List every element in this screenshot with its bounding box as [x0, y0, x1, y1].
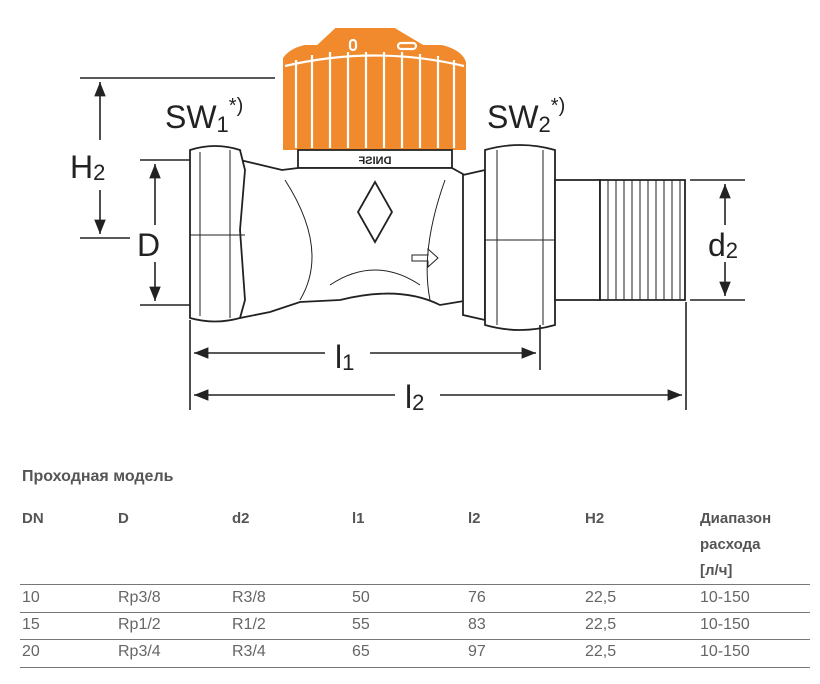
dimension-lines [80, 77, 745, 410]
h2-label: H2 [70, 149, 105, 185]
flow-arrow-icon [411, 247, 439, 269]
table-cell: Rp3/8 [118, 589, 161, 606]
sw1-label: SW1*) [165, 95, 243, 137]
header-flow-line-3: [л/ч] [700, 562, 733, 579]
table-cell: 55 [352, 616, 370, 633]
header-flow-line-1: Диапазон [700, 510, 772, 527]
table-cell: Rp1/2 [118, 616, 161, 633]
header-flow-range: Диапазон расхода [л/ч] [700, 506, 771, 584]
table-cell: 22,5 [585, 616, 617, 633]
thermostat-cap [283, 26, 466, 150]
l1-label: l1 [335, 339, 354, 375]
d2-label: d2 [708, 227, 738, 263]
header-dn: DN [22, 510, 44, 527]
table-cell: Rp3/4 [118, 643, 161, 660]
table-cell: 22,5 [585, 643, 617, 660]
valve-body [189, 144, 686, 331]
header-flow-line-2: расхода [700, 536, 761, 553]
table-cell: 50 [352, 589, 370, 606]
table-cell: R1/2 [232, 616, 266, 633]
table-cell: 76 [468, 589, 486, 606]
divider [20, 667, 810, 668]
sw2-label: SW2*) [487, 95, 565, 137]
l2-label: l2 [405, 379, 424, 415]
right-nut [484, 144, 556, 331]
valve-dimension-drawing: DNISF SW1*) SW2*) H2 D d [70, 26, 745, 415]
divider [20, 639, 810, 640]
manufacturer-logo-icon [356, 180, 394, 244]
d-label: D [137, 227, 160, 263]
cap-marking: DNISF [358, 155, 391, 167]
table-cell: R3/8 [232, 589, 266, 606]
table-cell: 83 [468, 616, 486, 633]
table-title: Проходная модель [22, 468, 174, 485]
table-cell: 20 [22, 643, 40, 660]
table-cell: 97 [468, 643, 486, 660]
table-cell: 15 [22, 616, 40, 633]
header-d: D [118, 510, 129, 527]
header-d2: d2 [232, 510, 250, 527]
header-l1: l1 [352, 510, 365, 527]
table-cell: 10-150 [700, 643, 750, 660]
table-cell: 10-150 [700, 589, 750, 606]
divider [20, 612, 810, 613]
table-cell: R3/4 [232, 643, 266, 660]
header-l2: l2 [468, 510, 481, 527]
header-h2: H2 [585, 510, 605, 527]
table-cell: 22,5 [585, 589, 617, 606]
table-cell: 65 [352, 643, 370, 660]
table-cell: 10 [22, 589, 40, 606]
left-nut [189, 145, 246, 323]
divider [20, 584, 810, 585]
table-cell: 10-150 [700, 616, 750, 633]
